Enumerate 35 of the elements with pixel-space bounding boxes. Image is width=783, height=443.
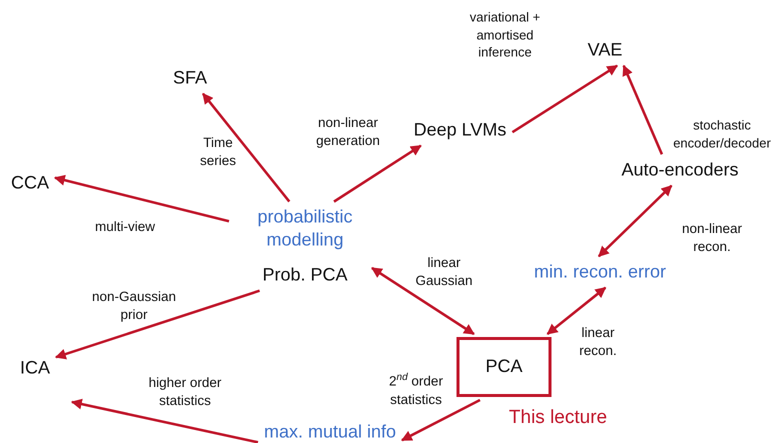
arrow (598, 184, 672, 258)
arrow (333, 144, 422, 203)
edge-label: linear recon. (578, 324, 618, 360)
method-label: CCA (8, 170, 52, 196)
method-label: SFA (170, 65, 210, 91)
method-label: Prob. PCA (259, 262, 351, 288)
edge-label: non-linear generation (315, 114, 381, 150)
arrow (371, 266, 475, 336)
highlight-box (456, 337, 552, 397)
method-label: Auto-encoders (618, 157, 742, 183)
concept-label: min. recon. error (530, 259, 670, 285)
edge-label: Time series (198, 134, 237, 170)
concept-label: probabilistic modelling (232, 204, 378, 254)
concept-label: max. mutual info (260, 419, 400, 443)
method-label: VAE (584, 37, 626, 63)
arrow (401, 398, 481, 442)
edge-label: linear Gaussian (414, 254, 474, 290)
edge-label: variational + amortised inference (468, 8, 542, 62)
method-label: Deep LVMs (410, 117, 510, 143)
edge-label: stochastic encoder/decoder (672, 116, 772, 152)
annotation-text: This lecture (508, 407, 608, 429)
arrow (54, 174, 230, 223)
arrow (70, 398, 258, 443)
arrow (54, 289, 260, 360)
arrow (202, 92, 290, 202)
edge-label: multi-view (94, 218, 156, 236)
method-label: PCA (485, 355, 522, 378)
edge-label: non-linear recon. (680, 220, 744, 256)
arrow (546, 286, 606, 336)
edge-label: higher order statistics (148, 374, 222, 410)
edge-label: 2$^{nd}$ order statistics (388, 371, 444, 409)
arrow (622, 64, 664, 155)
arrow (512, 64, 618, 134)
edge-label: non-Gaussian prior (90, 288, 178, 324)
method-label: ICA (17, 355, 53, 381)
